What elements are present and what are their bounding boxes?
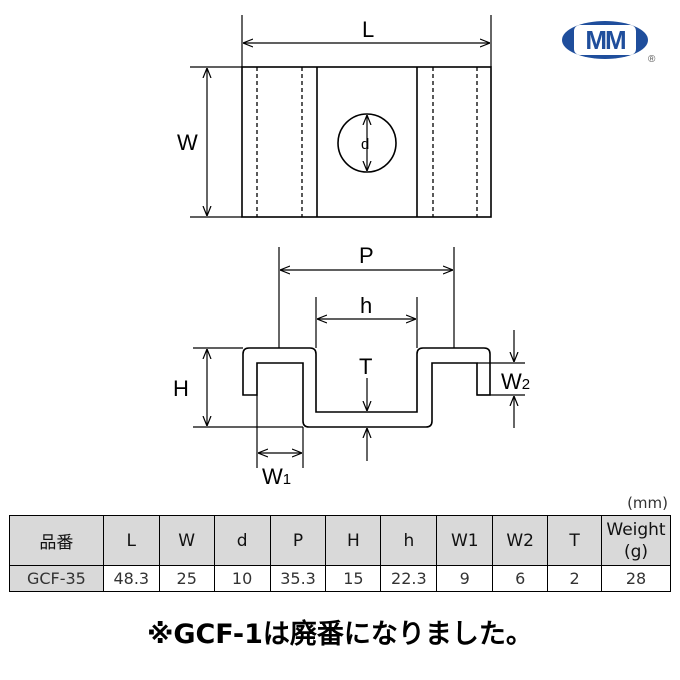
registered-mark: ® (648, 54, 656, 65)
discontinued-note: ※GCF-1は廃番になりました。 (147, 619, 533, 650)
header-T: T (547, 515, 602, 566)
header-L: L (102, 515, 160, 566)
cell-T: 2 (547, 565, 602, 592)
header-W2: W2 (492, 515, 549, 566)
label-h: h (360, 293, 372, 318)
label-W: W (177, 130, 198, 155)
table-row: GCF-35 48.3 25 10 35.3 15 22.3 9 6 2 28 (9, 565, 672, 592)
spec-table: 品番 L W d P H h W1 W2 T Weight(g) GCF-35 … (9, 515, 672, 592)
header-model: 品番 (9, 515, 104, 566)
label-d: d (361, 136, 369, 153)
label-H: H (173, 376, 189, 401)
label-P: P (359, 243, 374, 268)
header-W1: W1 (436, 515, 494, 566)
header-d: d (213, 515, 271, 566)
cell-W2: 6 (492, 565, 549, 592)
cell-L: 48.3 (102, 565, 160, 592)
label-W2: W2 (501, 369, 530, 394)
header-P: P (269, 515, 327, 566)
header-weight: Weight(g) (600, 515, 672, 566)
label-T: T (359, 354, 372, 379)
mm-logo: MM (562, 21, 648, 59)
header-h: h (380, 515, 438, 566)
cell-W1: 9 (436, 565, 494, 592)
cell-H: 15 (325, 565, 382, 592)
unit-label: (mm) (627, 494, 668, 512)
cell-P: 35.3 (269, 565, 327, 592)
label-W1: W1 (262, 464, 291, 489)
technical-drawing: L W d P h T H W1 W2 (173, 15, 530, 489)
table-header-row: 品番 L W d P H h W1 W2 T Weight(g) (9, 515, 672, 566)
cell-W: 25 (158, 565, 215, 592)
header-H: H (325, 515, 382, 566)
header-W: W (158, 515, 215, 566)
cell-h: 22.3 (380, 565, 438, 592)
cell-weight: 28 (600, 565, 672, 592)
side-profile (193, 247, 525, 468)
cell-d: 10 (213, 565, 271, 592)
hole-circle (337, 113, 397, 173)
logo-text: MM (574, 25, 636, 55)
cell-model: GCF-35 (9, 565, 104, 592)
top-view (190, 15, 492, 218)
label-L: L (362, 17, 374, 42)
